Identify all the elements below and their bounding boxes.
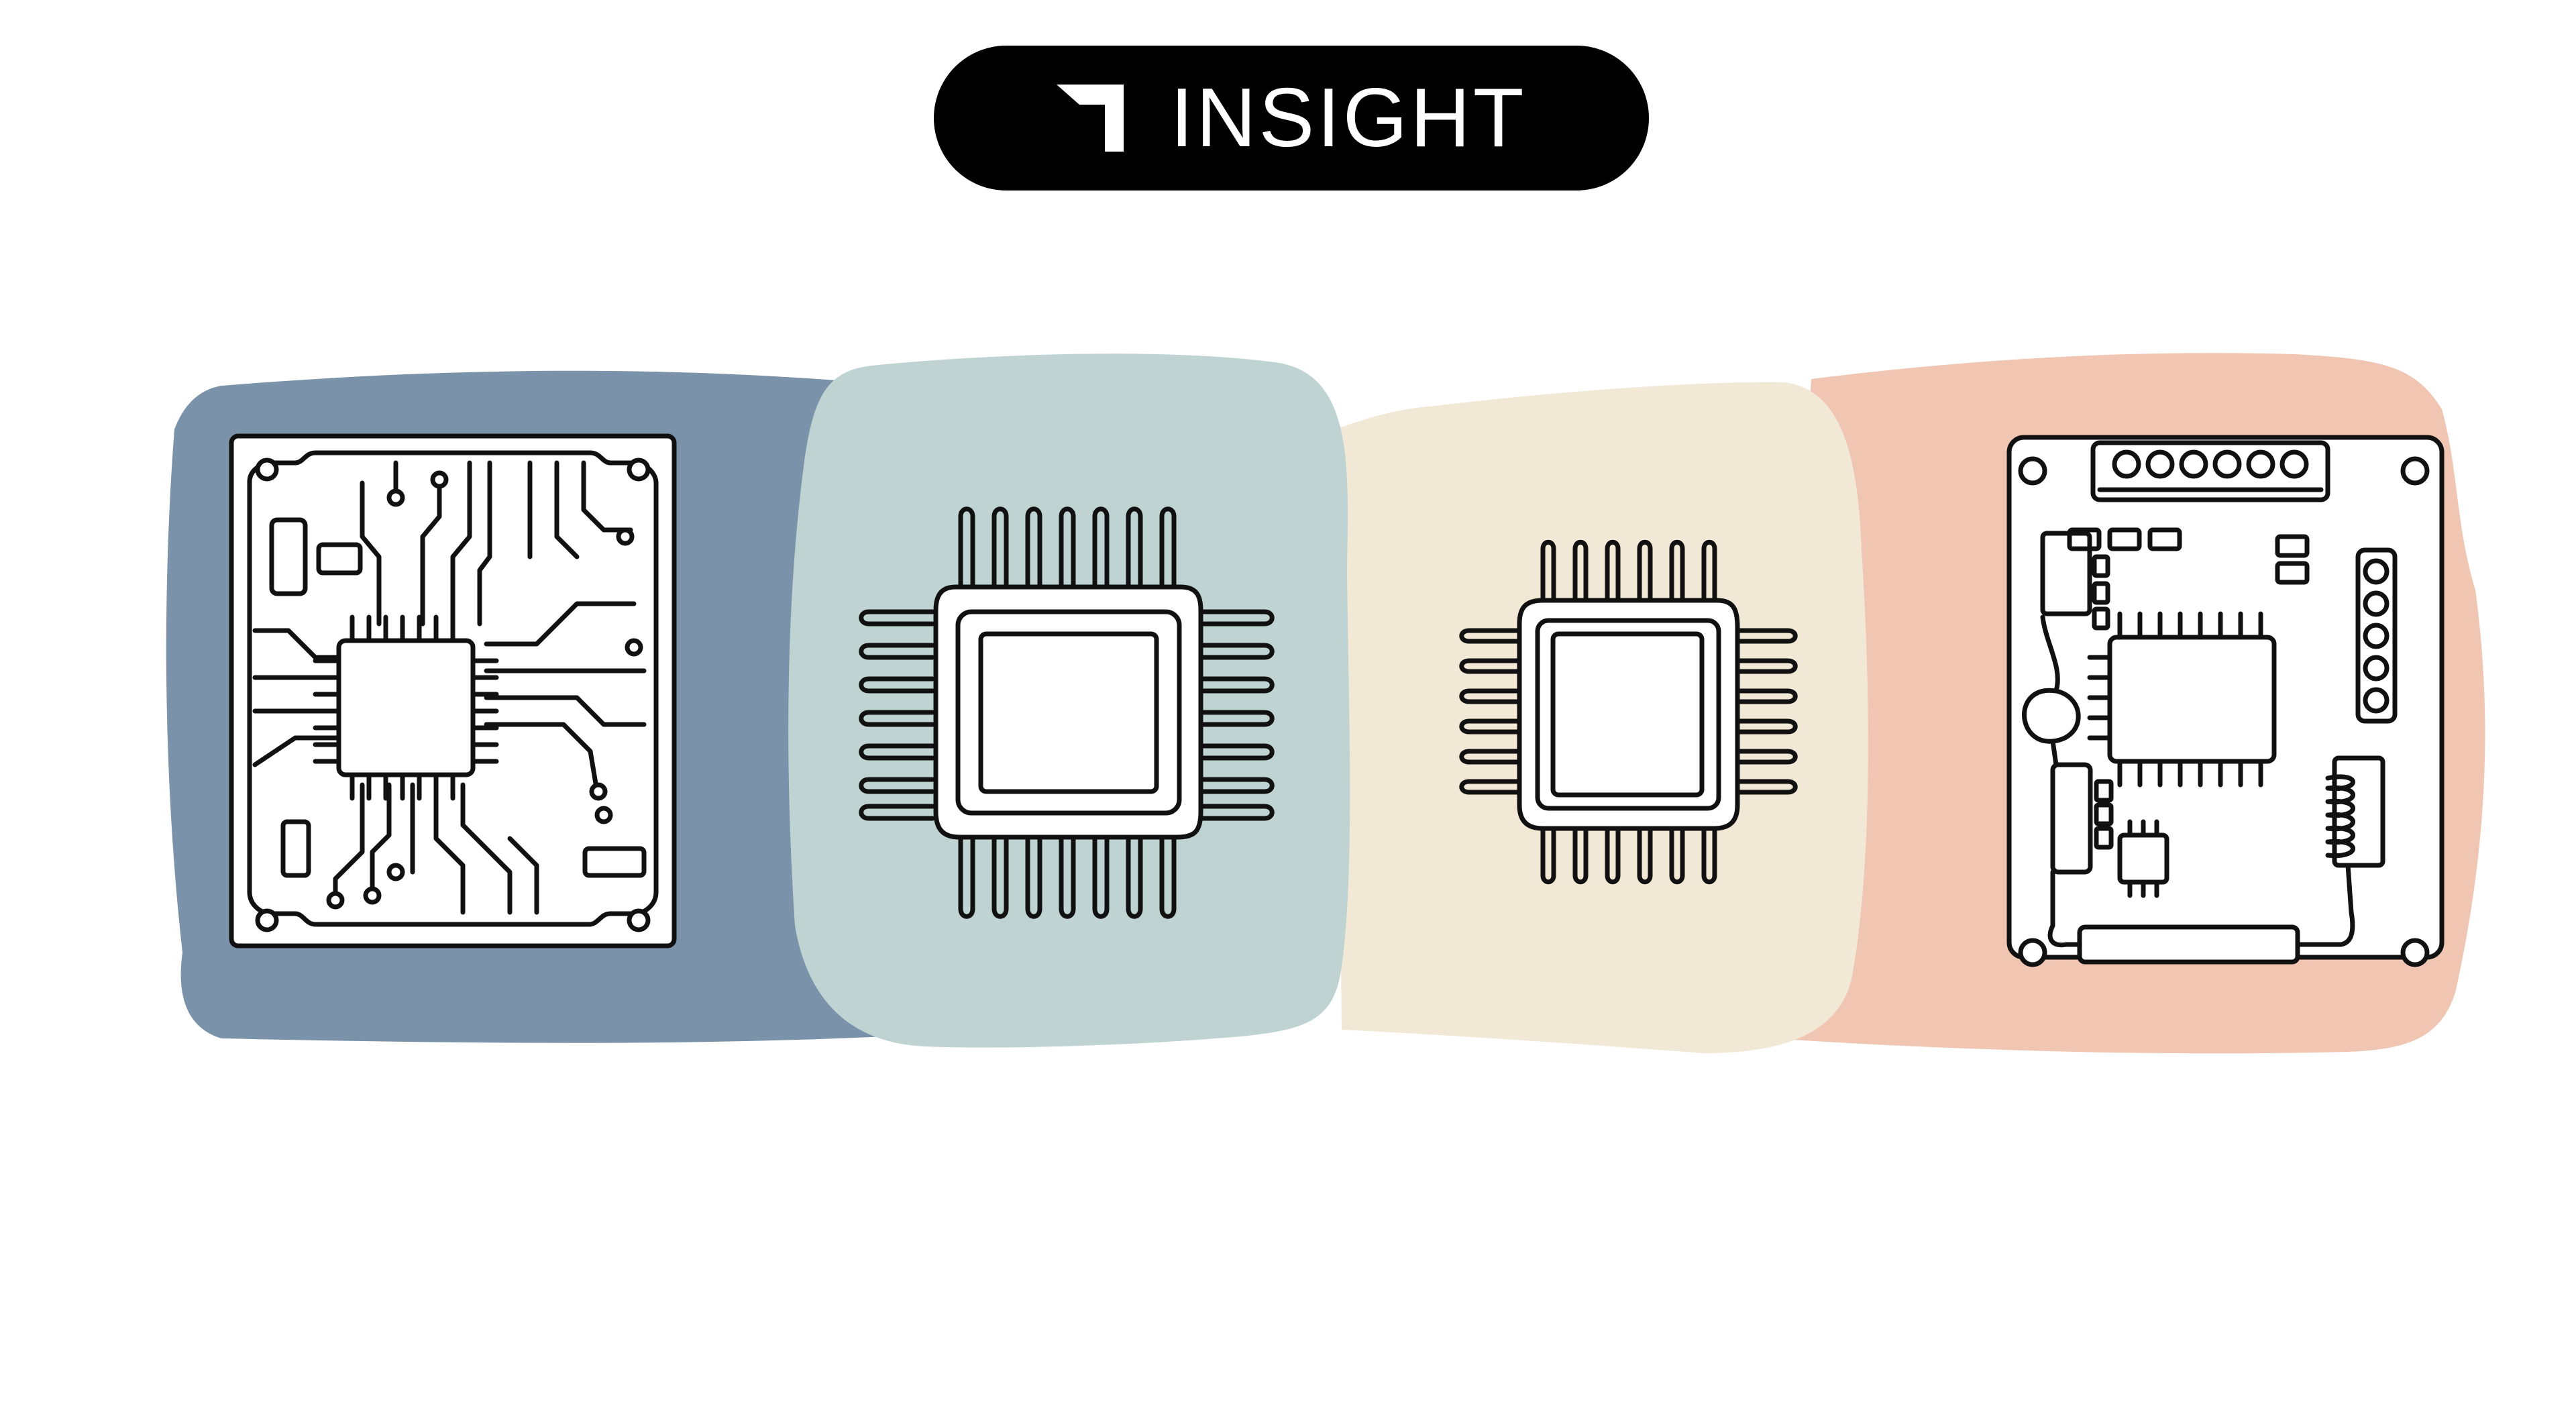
chip-icon-small	[1459, 539, 1798, 885]
pcb-icon	[229, 433, 677, 949]
badge-label: INSIGHT	[1170, 72, 1527, 164]
insight-badge: INSIGHT	[934, 46, 1649, 191]
chip-icon-large	[859, 506, 1275, 919]
module-board-icon	[2006, 435, 2445, 967]
insight-logo-icon	[1056, 85, 1124, 152]
